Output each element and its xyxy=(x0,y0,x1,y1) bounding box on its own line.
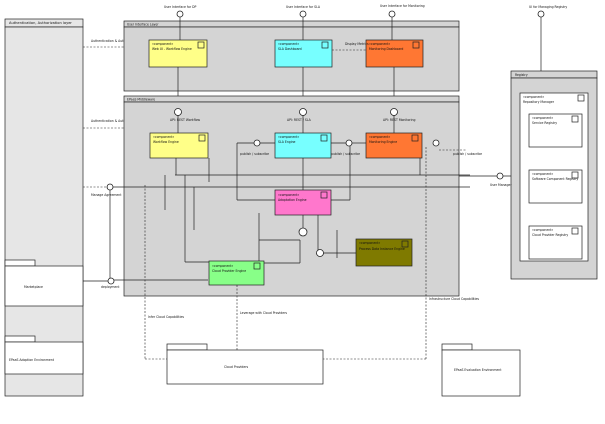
svg-text:«component»: «component» xyxy=(523,95,544,99)
software-component-registry-component[interactable]: «component» Software Component Registry xyxy=(528,169,583,204)
sla-engine-component[interactable]: «component» SLA Engine xyxy=(274,132,332,159)
marketplace-node[interactable]: Marketplace xyxy=(4,259,84,307)
publish-subscribe-3: publish / subscribe xyxy=(453,152,482,156)
workflow-engine-component[interactable]: «component» Workflow Engine xyxy=(149,132,209,159)
svg-text:Cloud Provider Registry: Cloud Provider Registry xyxy=(532,233,568,237)
process-data-instance-engine-component[interactable]: «component» Process Data Instance Engine xyxy=(355,238,413,267)
auth-layer-title: Authentication, Authorization layer xyxy=(9,21,72,25)
infrastructure-label: Infrastructure Cloud Capabilities xyxy=(429,297,479,301)
user-manager-label: User Manager xyxy=(490,183,512,187)
svg-text:«component»: «component» xyxy=(212,264,233,268)
svg-text:«component»: «component» xyxy=(359,241,380,245)
svg-text:Marketplace: Marketplace xyxy=(24,285,43,289)
svg-text:Software Component Registry: Software Component Registry xyxy=(532,177,578,181)
web-ui-workflow-component[interactable]: «component» Web UI - Workflow Engine xyxy=(148,39,208,68)
svg-text:«component»: «component» xyxy=(532,116,553,120)
svg-text:EPaaS Adoption Environment: EPaaS Adoption Environment xyxy=(9,358,55,362)
middleware-connectors xyxy=(109,115,470,281)
cloud-capabilities-label: Infer Cloud Capabilities xyxy=(148,315,184,319)
svg-text:Cloud Providers: Cloud Providers xyxy=(224,365,249,369)
display-metrics-label: Display Metrics xyxy=(345,42,369,46)
ui-iface-dp: User Interface for DP xyxy=(164,5,196,40)
svg-text:User Interface for Monitoring: User Interface for Monitoring xyxy=(380,4,425,8)
svg-text:Service Registry: Service Registry xyxy=(532,121,557,125)
ui-layer-title: User Interface Layer xyxy=(127,23,159,27)
svg-text:«component»: «component» xyxy=(278,42,299,46)
svg-text:SLA Dashboard: SLA Dashboard xyxy=(278,47,302,51)
cloud-provider-registry-component[interactable]: «component» Cloud Provider Registry xyxy=(528,225,583,260)
svg-text:«component»: «component» xyxy=(278,193,299,197)
svg-text:«component»: «component» xyxy=(152,42,173,46)
svg-text:«component»: «component» xyxy=(532,228,553,232)
svg-text:«component»: «component» xyxy=(369,42,390,46)
svg-text:Monitoring Engine: Monitoring Engine xyxy=(369,140,397,144)
leverage-label: Leverage with Cloud Providers xyxy=(240,311,287,315)
svg-text:EPaaS Evaluation Environment: EPaaS Evaluation Environment xyxy=(454,368,502,372)
publish-subscribe-2: publish / subscribe xyxy=(331,152,360,156)
svg-text:SLA Engine: SLA Engine xyxy=(278,140,296,144)
sla-dashboard-component[interactable]: «component» SLA Dashboard xyxy=(274,39,333,68)
ui-iface-sla: User Interface for SLA xyxy=(286,5,321,40)
svg-text:Monitoring Dashboard: Monitoring Dashboard xyxy=(369,47,403,51)
svg-text:«component»: «component» xyxy=(278,135,299,139)
adaptation-engine-component[interactable]: «component» Adaptation Engine xyxy=(274,189,332,216)
middleware-title: EPaaS Middleware xyxy=(127,98,155,102)
middleware-interface-circles xyxy=(106,139,440,285)
svg-text:User Interface for SLA: User Interface for SLA xyxy=(286,5,321,9)
svg-text:«component»: «component» xyxy=(153,135,174,139)
svg-text:API: REST / SLA: API: REST / SLA xyxy=(287,118,312,122)
svg-text:Cloud Provider Engine: Cloud Provider Engine xyxy=(212,269,246,273)
publish-subscribe-1: publish / subscribe xyxy=(240,152,269,156)
adoption-environment-node[interactable]: EPaaS Adoption Environment xyxy=(4,335,84,375)
svg-text:Web UI - Workflow Engine: Web UI - Workflow Engine xyxy=(152,47,192,51)
monitoring-engine-component[interactable]: «component» Monitoring Engine xyxy=(365,132,423,159)
deployment-label: deployment xyxy=(101,285,120,289)
cloud-providers-node[interactable]: Cloud Providers xyxy=(166,343,324,385)
monitoring-dashboard-component[interactable]: «component» Monitoring Dashboard xyxy=(365,39,424,68)
svg-text:Process Data Instance Engine: Process Data Instance Engine xyxy=(359,247,405,251)
user-manager-iface xyxy=(496,172,504,180)
registry-title: Registry xyxy=(515,73,528,77)
auth-layer-package[interactable]: Authentication, Authorization layer xyxy=(4,18,84,397)
svg-text:UI for Managing Registry: UI for Managing Registry xyxy=(529,5,567,9)
auth-label-1: Authentication & Authorization xyxy=(91,39,139,43)
evaluation-environment-node[interactable]: EPaaS Evaluation Environment xyxy=(441,343,521,397)
ui-iface-monitoring: User Interface for Monitoring xyxy=(380,4,425,40)
cloud-provider-engine-component[interactable]: «component» Cloud Provider Engine xyxy=(208,260,265,286)
svg-text:«component»: «component» xyxy=(532,172,553,176)
svg-text:Adaptation Engine: Adaptation Engine xyxy=(278,198,307,202)
registry-iface: UI for Managing Registry xyxy=(529,5,567,71)
svg-text:Workflow Engine: Workflow Engine xyxy=(153,140,179,144)
svg-text:Repository Manager: Repository Manager xyxy=(523,100,555,104)
svg-text:User Interface for DP: User Interface for DP xyxy=(164,5,196,9)
manage-agreement-label: Manage Agreement xyxy=(91,193,122,197)
svg-text:API: REST Workflow: API: REST Workflow xyxy=(170,118,201,122)
svg-text:API: REST Monitoring: API: REST Monitoring xyxy=(383,118,415,122)
service-registry-component[interactable]: «component» Service Registry xyxy=(528,113,583,148)
svg-text:«component»: «component» xyxy=(369,135,390,139)
auth-label-2: Authentication & Authorization xyxy=(91,119,139,123)
